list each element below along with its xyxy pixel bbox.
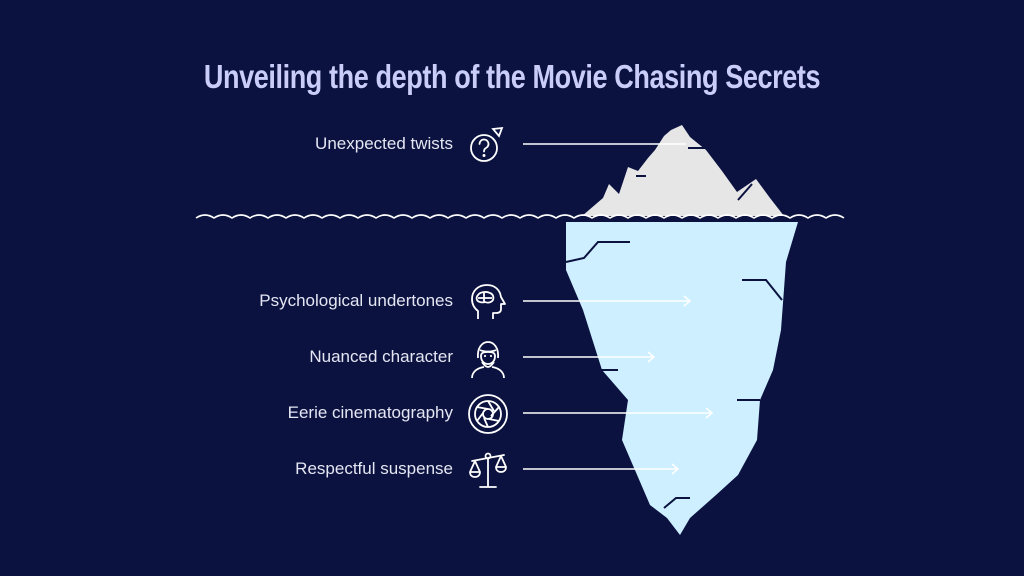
arrowhead [705, 407, 714, 419]
balance-scale-icon [469, 452, 507, 488]
page-title: Unveiling the depth of the Movie Chasing… [203, 58, 821, 95]
label-eerie-cinematography: Eerie cinematography [287, 403, 453, 422]
question-mark-icon [470, 126, 504, 162]
arrowhead [683, 295, 692, 307]
label-respectful-suspense: Respectful suspense [295, 459, 453, 478]
iceberg-tip [582, 125, 784, 216]
label-psychological-undertones: Psychological undertones [259, 291, 453, 310]
ice-crevices [565, 147, 783, 509]
arrowhead [647, 351, 656, 363]
water-line [195, 214, 845, 219]
arrowhead [671, 463, 680, 475]
label-unexpected-twists: Unexpected twists [315, 134, 453, 153]
camera-aperture-icon [468, 394, 508, 434]
connector-lines [523, 143, 714, 475]
iceberg-submerged [566, 222, 798, 535]
head-brain-icon [471, 284, 506, 319]
masked-person-icon [471, 341, 505, 379]
label-nuanced-character: Nuanced character [309, 347, 453, 366]
